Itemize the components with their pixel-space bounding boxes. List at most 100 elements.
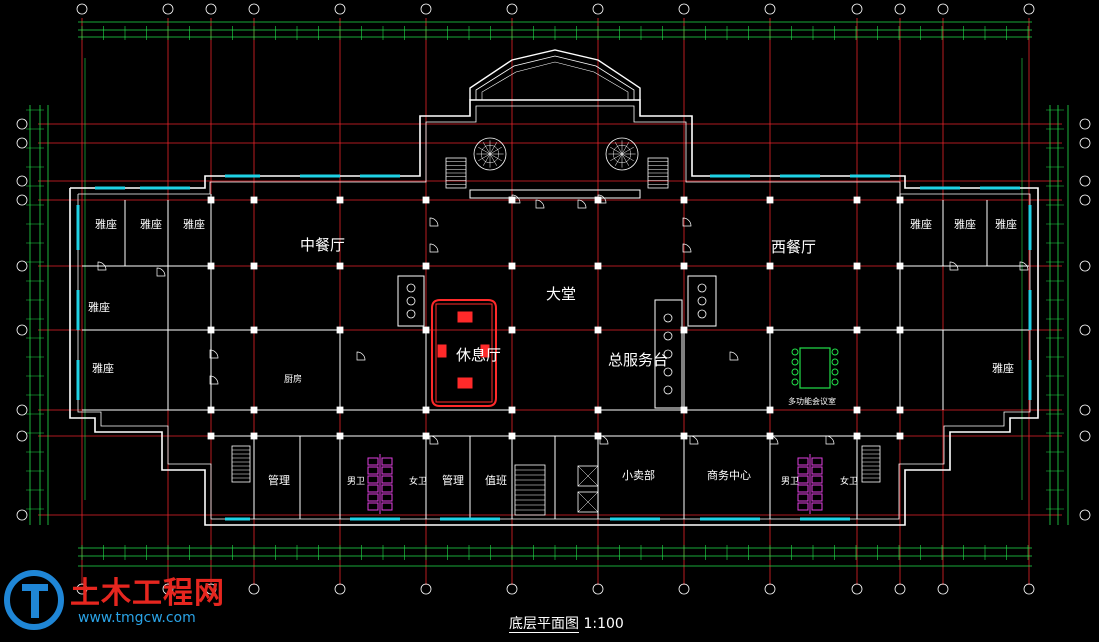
column xyxy=(250,406,258,414)
drawing-scale: 1:100 xyxy=(583,616,624,632)
watermark-logo: 土木工程网 www.tmgcw.com xyxy=(2,568,252,642)
room-label-private-room: 雅座 xyxy=(995,218,1017,231)
column xyxy=(336,262,344,270)
axis-bubble-bottom xyxy=(248,583,260,595)
column xyxy=(508,326,516,334)
door-swing xyxy=(209,349,219,359)
entrance-canopy-inner xyxy=(475,55,635,100)
column xyxy=(250,326,258,334)
column xyxy=(336,196,344,204)
axis-bubble-top xyxy=(592,3,604,15)
axis-bubble-bottom xyxy=(894,583,906,595)
room-label-toilet-men: 男卫 xyxy=(347,477,366,487)
axis-bubble-right xyxy=(1079,324,1091,336)
column xyxy=(680,432,688,440)
room-label-private-room: 雅座 xyxy=(88,301,110,314)
axis-bubble-bottom xyxy=(851,583,863,595)
tree-branch xyxy=(482,153,491,166)
drawing-title: 底层平面图 1:100 xyxy=(509,613,624,633)
door-swing xyxy=(511,194,521,204)
room-label-meeting-room: 多功能会议室 xyxy=(788,397,836,406)
meeting-chair xyxy=(831,358,839,366)
door-swing xyxy=(429,243,439,253)
column xyxy=(422,262,430,270)
axis-bubble-bottom xyxy=(76,583,88,595)
column xyxy=(853,262,861,270)
column xyxy=(594,262,602,270)
meeting-chair xyxy=(831,378,839,386)
axis-bubble-left xyxy=(16,118,28,130)
door-swing xyxy=(769,435,779,445)
column xyxy=(207,406,215,414)
bar-stool xyxy=(697,309,707,319)
toilet-cubicle xyxy=(797,457,809,466)
axis-bubble-right xyxy=(1079,194,1091,206)
door-swing xyxy=(429,217,439,227)
tree-branch xyxy=(610,146,623,155)
room-label-lobby: 大堂 xyxy=(546,285,577,303)
tree-branch xyxy=(621,153,630,166)
stair-west xyxy=(231,445,251,483)
stair-east xyxy=(861,445,881,483)
axis-bubble-left xyxy=(16,137,28,149)
column xyxy=(766,406,774,414)
axis-bubble-top xyxy=(162,3,174,15)
entrance-canopy xyxy=(469,49,641,100)
tree-branch xyxy=(614,142,623,155)
room-label-front-desk: 总服务台 xyxy=(608,351,669,369)
column xyxy=(853,196,861,204)
bar-stool xyxy=(697,283,707,293)
tree-crown xyxy=(612,144,632,164)
logo-site-url: www.tmgcw.com xyxy=(78,610,196,626)
column xyxy=(766,196,774,204)
tree-branch xyxy=(610,153,623,162)
tree-crown xyxy=(480,144,500,164)
room-label-shop: 小卖部 xyxy=(622,469,655,482)
room-label-toilet-women: 女卫 xyxy=(409,477,428,487)
axis-bubble-right xyxy=(1079,430,1091,442)
column xyxy=(896,432,904,440)
door-swing xyxy=(729,351,739,361)
column xyxy=(422,432,430,440)
axis-bubble-left xyxy=(16,194,28,206)
tree-branch xyxy=(489,153,498,166)
elevator-cross xyxy=(577,465,599,487)
column xyxy=(508,406,516,414)
axis-bubble-top xyxy=(894,3,906,15)
axis-bubble-bottom xyxy=(764,583,776,595)
column xyxy=(766,326,774,334)
toilet-cubicle xyxy=(797,466,809,475)
toilet-cubicle xyxy=(797,493,809,502)
door-swing xyxy=(682,217,692,227)
tree-branch xyxy=(482,142,491,155)
door-swing xyxy=(689,435,699,445)
door-swing xyxy=(156,267,166,277)
toilet-cubicle xyxy=(381,493,393,502)
axis-bubble-bottom xyxy=(1023,583,1035,595)
column xyxy=(680,262,688,270)
meeting-chair xyxy=(791,378,799,386)
room-label-management: 管理 xyxy=(268,474,290,487)
toilet-cubicle xyxy=(381,475,393,484)
door-swing xyxy=(825,435,835,445)
room-label-private-room: 雅座 xyxy=(92,362,114,375)
column xyxy=(422,406,430,414)
lounge-sofa-inner xyxy=(435,303,493,403)
column xyxy=(680,406,688,414)
reception-stool xyxy=(663,385,673,395)
column xyxy=(207,262,215,270)
toilet-cubicle xyxy=(811,475,823,484)
axis-bubble-top xyxy=(506,3,518,15)
door-swing xyxy=(577,199,587,209)
room-label-duty-room: 值班 xyxy=(485,474,507,487)
reception-stool xyxy=(663,331,673,341)
bar-counter xyxy=(397,275,425,327)
outer-wall-inner-line xyxy=(77,105,1031,520)
tree-branch xyxy=(621,142,630,155)
axis-bubble-right xyxy=(1079,509,1091,521)
axis-bubble-top xyxy=(937,3,949,15)
column xyxy=(896,196,904,204)
column xyxy=(896,406,904,414)
door-swing xyxy=(97,261,107,271)
